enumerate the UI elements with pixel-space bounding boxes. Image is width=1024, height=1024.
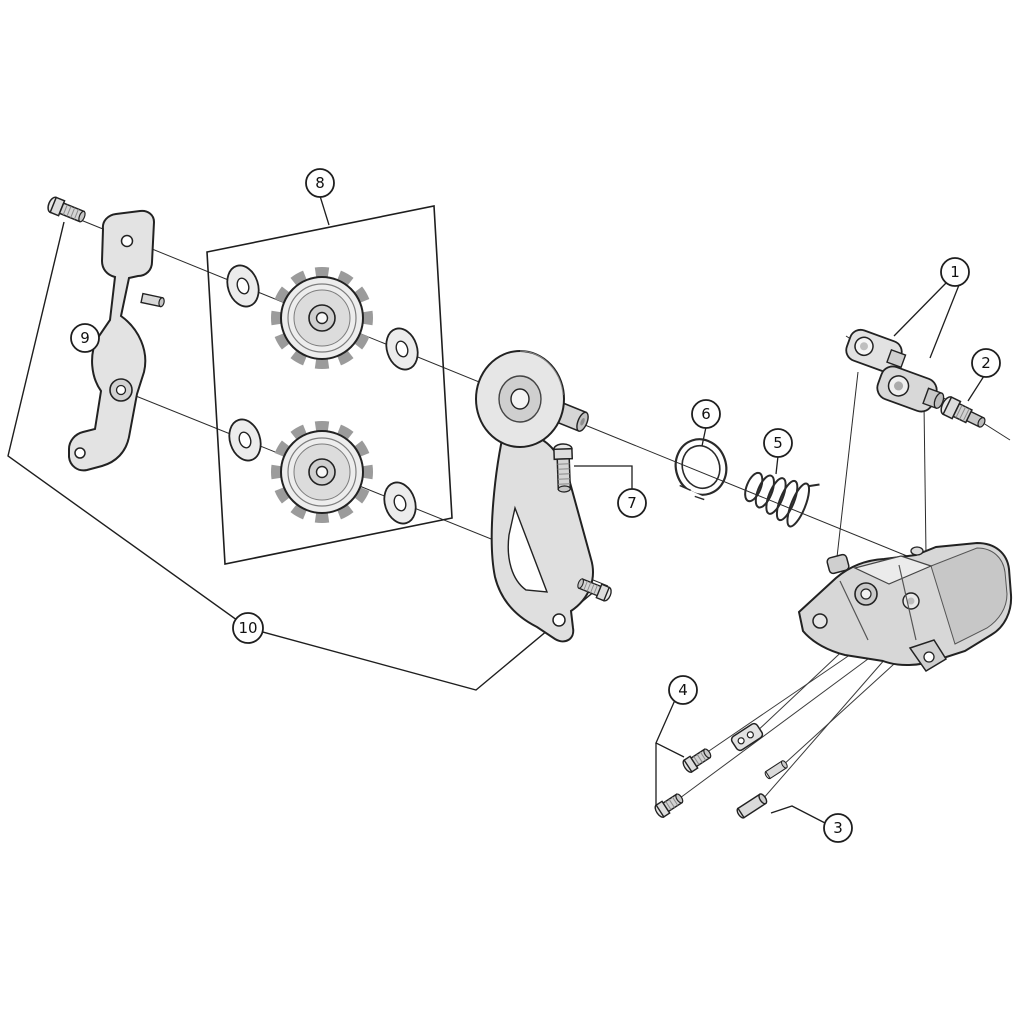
small-pin xyxy=(763,759,789,781)
callout-2: 2 xyxy=(971,348,1001,378)
callout-leader-lines xyxy=(98,195,985,824)
callout-4: 4 xyxy=(668,675,698,705)
callout-6: 6 xyxy=(691,399,721,429)
cable-fixing-plate xyxy=(730,722,764,752)
svg-text:5: 5 xyxy=(773,434,783,452)
inner-plate xyxy=(475,350,594,643)
callout-7: 7 xyxy=(617,488,647,518)
outer-plate-stud xyxy=(140,292,165,308)
svg-text:7: 7 xyxy=(627,494,637,512)
fixing-pin xyxy=(734,792,769,820)
adjusting-screw-lower xyxy=(652,790,686,820)
tension-spring xyxy=(744,471,820,528)
callout-8: 8 xyxy=(305,168,335,198)
upper-pulley-washer-right xyxy=(380,323,424,375)
derailleur-body xyxy=(797,541,1013,673)
stopper-ring xyxy=(674,438,728,502)
callout-5: 5 xyxy=(763,428,793,458)
outer-plate-fixing-bolt xyxy=(45,195,89,226)
callouts: 1 2 3 4 5 6 7 8 xyxy=(70,168,1001,843)
body-to-screw-guide-lines xyxy=(679,641,895,801)
upper-pulley xyxy=(276,272,368,364)
lower-pulley-washer-right xyxy=(378,477,422,529)
svg-text:10: 10 xyxy=(238,619,257,637)
callout-10: 10 xyxy=(232,612,264,644)
svg-text:6: 6 xyxy=(701,405,711,423)
upper-pulley-washer-left xyxy=(221,260,265,312)
lower-pulley xyxy=(276,426,368,518)
svg-text:3: 3 xyxy=(833,819,843,837)
outer-plate xyxy=(68,209,165,472)
adjusting-screw-upper xyxy=(680,745,714,775)
svg-text:9: 9 xyxy=(80,329,90,347)
callout-9: 9 xyxy=(70,323,100,353)
svg-text:1: 1 xyxy=(950,263,960,281)
bracket-axle-assembly xyxy=(845,328,945,413)
pulley-bolt xyxy=(553,443,574,493)
bracket-axle-bolt xyxy=(940,396,986,428)
lower-pulley-washer-left xyxy=(223,414,267,466)
callout-3: 3 xyxy=(823,813,853,843)
pulley-set-box xyxy=(206,205,453,565)
svg-text:8: 8 xyxy=(315,174,325,192)
svg-text:4: 4 xyxy=(678,681,688,699)
callout-1: 1 xyxy=(940,257,970,287)
svg-text:2: 2 xyxy=(981,354,991,372)
